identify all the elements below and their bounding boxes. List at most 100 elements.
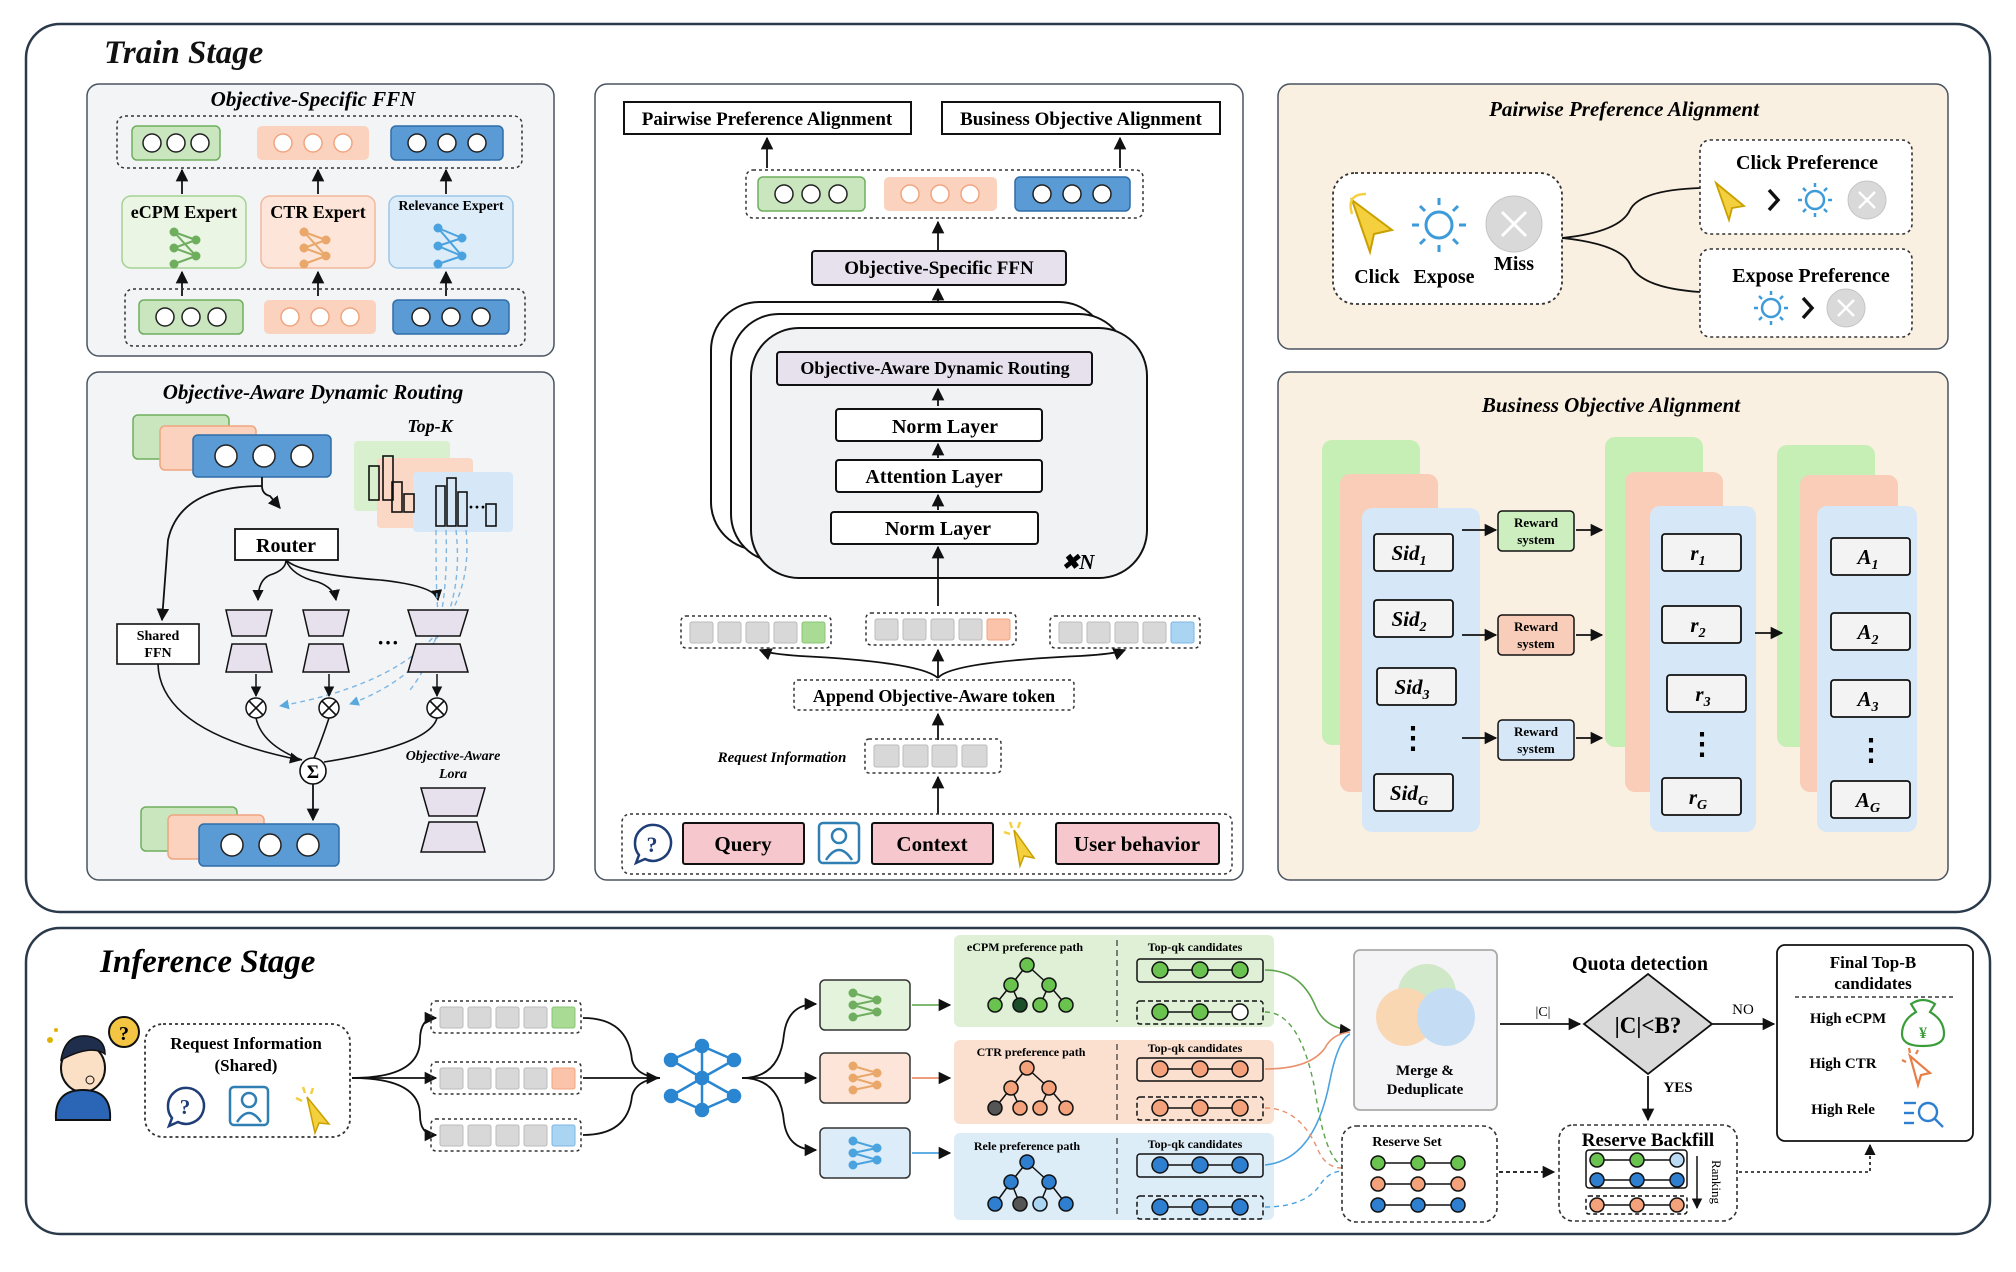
- svg-text:Objective-Aware: Objective-Aware: [406, 749, 501, 764]
- svg-text:Top-qk candidates: Top-qk candidates: [1148, 1041, 1243, 1055]
- svg-text:Business Objective Alignment: Business Objective Alignment: [1481, 393, 1741, 417]
- condition-label: |C|<B?: [1615, 1013, 1682, 1038]
- svg-text:?: ?: [647, 832, 658, 857]
- train-stage-title: Train Stage: [104, 35, 263, 71]
- r-g: rG: [1689, 785, 1707, 813]
- svg-text:Reward: Reward: [1514, 515, 1559, 530]
- rele-candidates: [1136, 1153, 1264, 1220]
- routing-panel: Objective-Aware Dynamic Routing Top-K ··…: [86, 371, 555, 881]
- svg-text:(Shared): (Shared): [215, 1056, 278, 1075]
- svg-text:system: system: [1517, 636, 1555, 651]
- svg-text:Click: Click: [1354, 266, 1400, 288]
- svg-text:CTR preference path: CTR preference path: [977, 1045, 1086, 1059]
- final-high-ctr: High CTR: [1809, 1056, 1876, 1072]
- sid-g: SidG: [1390, 781, 1428, 809]
- context-label: Context: [896, 832, 967, 856]
- routing-block-label: Objective-Aware Dynamic Routing: [800, 358, 1069, 378]
- click-cursor-icon: [1003, 821, 1036, 869]
- svg-text:system: system: [1517, 532, 1555, 547]
- ecpm-expert-label: eCPM Expert: [131, 202, 237, 222]
- expose-preference-label: Expose Preference: [1732, 265, 1890, 287]
- sid-3: Sid3: [1394, 675, 1429, 703]
- r-2: r2: [1690, 613, 1705, 641]
- click-preference-label: Click Preference: [1736, 152, 1878, 174]
- svg-text:Top-K: Top-K: [407, 416, 454, 436]
- svg-text:Miss: Miss: [1494, 253, 1534, 275]
- svg-text:¥: ¥: [1919, 1025, 1927, 1042]
- append-token-label: Append Objective-Aware token: [813, 686, 1055, 706]
- relevance-search-icon: [1904, 1101, 1944, 1128]
- ffn-panel: Objective-Specific FFN eCPM Expert CTR E…: [86, 83, 555, 357]
- svg-text:⋮: ⋮: [1398, 722, 1428, 755]
- venn-icon: [1376, 964, 1475, 1046]
- miss-icon: [1485, 195, 1543, 253]
- expose-icon: [1412, 198, 1466, 252]
- ctr-tree-icon: [987, 1060, 1074, 1116]
- a-2: A2: [1855, 620, 1878, 648]
- svg-text:Lora: Lora: [438, 767, 467, 782]
- svg-text:Objective-Aware Dynamic Routin: Objective-Aware Dynamic Routing: [163, 380, 464, 404]
- svg-text:YES: YES: [1663, 1080, 1692, 1096]
- ctr-expert-label: CTR Expert: [270, 202, 366, 222]
- svg-text:···: ···: [468, 497, 486, 517]
- a-1: A1: [1855, 545, 1878, 573]
- boa-panel: Business Objective Alignment Sid1 Sid2 S…: [1277, 371, 1949, 881]
- ctr-candidates: [1136, 1057, 1264, 1121]
- sid-1: Sid1: [1391, 541, 1426, 569]
- attention-layer: Attention Layer: [865, 466, 1002, 488]
- svg-text:Rele preference path: Rele preference path: [974, 1139, 1081, 1153]
- rele-tree-icon: [987, 1154, 1074, 1212]
- request-cursor-icon: [295, 1086, 331, 1136]
- svg-text:Ranking: Ranking: [1709, 1160, 1724, 1205]
- topk-bar-icon: [368, 455, 497, 527]
- svg-text:candidates: candidates: [1834, 974, 1912, 993]
- sid-2: Sid2: [1391, 607, 1426, 635]
- svg-text:Top-qk candidates: Top-qk candidates: [1148, 940, 1243, 954]
- out-ppa-label: Pairwise Preference Alignment: [642, 109, 893, 130]
- query-label: Query: [714, 832, 772, 856]
- inference-token-rows: [430, 1000, 582, 1152]
- center-ffn-label: Objective-Specific FFN: [844, 258, 1034, 279]
- request-question-icon: ?: [166, 1086, 206, 1129]
- user-behavior-label: User behavior: [1074, 832, 1200, 856]
- inference-flow: ? Request Information (Shared) ?: [47, 935, 1974, 1223]
- svg-text:Merge &: Merge &: [1396, 1063, 1454, 1079]
- norm-layer-top: Norm Layer: [892, 416, 998, 438]
- svg-text:Shared: Shared: [137, 629, 180, 644]
- svg-text:⋮: ⋮: [1856, 734, 1886, 767]
- ecpm-candidates: [1136, 958, 1264, 1025]
- svg-text:Request Information: Request Information: [717, 750, 847, 766]
- svg-text:Top-qk candidates: Top-qk candidates: [1148, 1137, 1243, 1151]
- question-icon: [633, 823, 673, 866]
- svg-text:⋮: ⋮: [1687, 728, 1717, 761]
- svg-text:?: ?: [119, 1023, 129, 1045]
- svg-text:···: ···: [377, 630, 399, 655]
- svg-text:system: system: [1517, 741, 1555, 756]
- reserve-backfill-label: Reserve Backfill: [1582, 1130, 1714, 1151]
- ecpm-net-icon: [169, 227, 201, 269]
- out-boa-label: Business Objective Alignment: [960, 109, 1202, 130]
- money-bag-icon: ¥: [1900, 998, 1946, 1048]
- relevance-net-icon: [433, 223, 467, 269]
- final-high-rele: High Rele: [1811, 1102, 1875, 1118]
- repeat-n-label: ✖N: [1062, 550, 1096, 574]
- svg-text:Reward: Reward: [1514, 619, 1559, 634]
- svg-text:NO: NO: [1732, 1002, 1754, 1018]
- request-user-icon: [228, 1085, 270, 1127]
- svg-text:Reward: Reward: [1514, 724, 1559, 739]
- model-network-icon: [663, 1038, 742, 1118]
- ctr-net-icon: [299, 227, 331, 269]
- svg-text:eCPM preference path: eCPM preference path: [967, 940, 1084, 954]
- svg-text:Deduplicate: Deduplicate: [1387, 1082, 1464, 1098]
- norm-layer-bottom: Norm Layer: [885, 518, 991, 540]
- svg-text:Request Information: Request Information: [170, 1034, 322, 1053]
- user-icon: [817, 821, 861, 865]
- ctr-cursor-icon: [1901, 1047, 1933, 1089]
- final-high-ecpm: High eCPM: [1810, 1011, 1886, 1027]
- r-3: r3: [1695, 682, 1710, 710]
- svg-text:?: ?: [180, 1095, 191, 1119]
- svg-text:Reserve Set: Reserve Set: [1372, 1135, 1442, 1150]
- svg-text:Expose: Expose: [1413, 266, 1474, 288]
- ppa-panel: Pairwise Preference Alignment Click Expo…: [1277, 83, 1949, 350]
